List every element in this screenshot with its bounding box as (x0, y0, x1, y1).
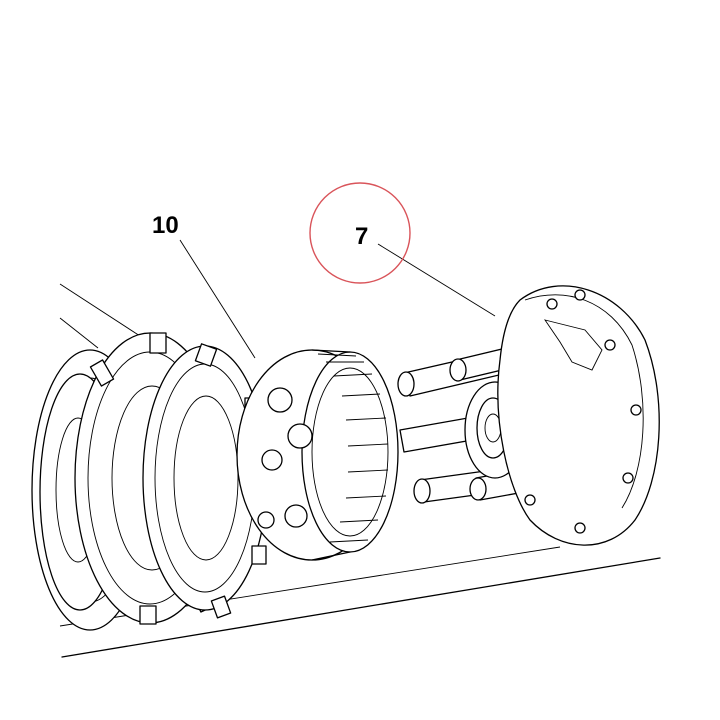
highlight-circle (309, 182, 411, 284)
callout-7-label: 7 (355, 223, 368, 250)
callout-10: 10 (152, 212, 256, 359)
pressure-plate (497, 285, 660, 546)
leader-lines-left (59, 283, 141, 349)
clutch-hub (236, 349, 399, 561)
callout-7: 7 (309, 182, 496, 317)
callout-10-label: 10 (152, 212, 179, 239)
